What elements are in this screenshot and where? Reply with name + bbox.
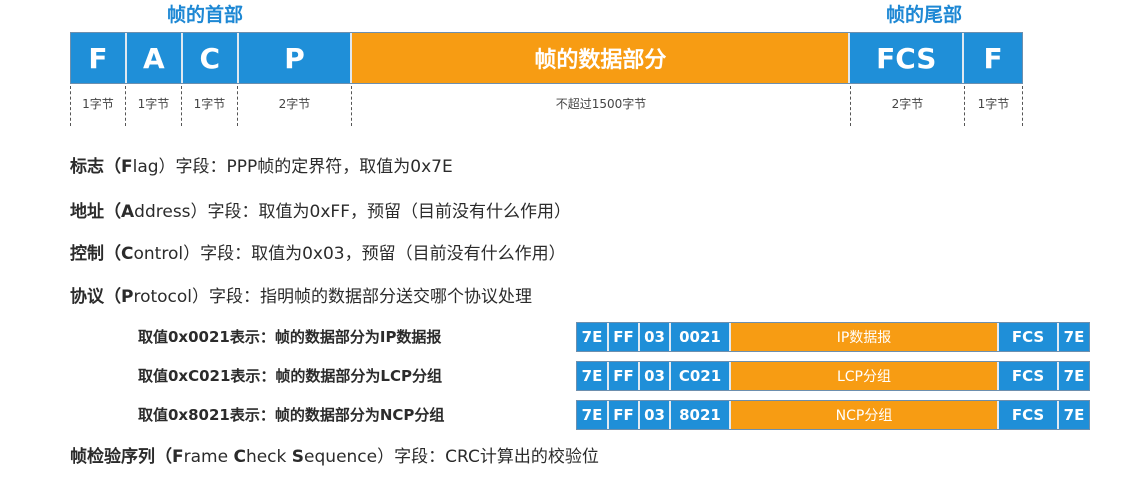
protocol-example-ncp-text: 取值0x8021表示：帧的数据部分为NCP分组: [138, 406, 445, 424]
frame-field-protocol: P: [238, 33, 353, 83]
mini-fcs: FCS: [999, 401, 1059, 429]
frame-size-row: 1字节 1字节 1字节 2字节 不超过1500字节 2字节 1字节: [70, 86, 1023, 126]
mini-payload: LCP分组: [731, 362, 999, 390]
frame-field-fcs: FCS: [850, 33, 965, 83]
mini-address: FF: [609, 323, 640, 351]
mini-flag: 7E: [577, 323, 609, 351]
desc-address: 地址（Address）字段：取值为0xFF，预留（目前没有什么作用）: [70, 202, 571, 222]
mini-fcs: FCS: [999, 362, 1059, 390]
mini-protocol: 8021: [671, 401, 731, 429]
desc-fcs: 帧检验序列（Frame Check Sequence）字段：CRC计算出的校验位: [70, 447, 599, 467]
mini-protocol: C021: [671, 362, 731, 390]
ppp-frame-diagram: F A C P 帧的数据部分 FCS F: [70, 32, 1023, 84]
mini-control: 03: [640, 362, 671, 390]
desc-protocol: 协议（Protocol）字段：指明帧的数据部分送交哪个协议处理: [70, 287, 533, 307]
mini-flag-end: 7E: [1059, 362, 1089, 390]
protocol-example-lcp-text: 取值0xC021表示：帧的数据部分为LCP分组: [138, 367, 442, 385]
protocol-example-lcp-frame: 7E FF 03 C021 LCP分组 FCS 7E: [576, 361, 1090, 391]
mini-control: 03: [640, 401, 671, 429]
size-address: 1字节: [126, 86, 182, 126]
size-control: 1字节: [182, 86, 238, 126]
mini-address: FF: [609, 362, 640, 390]
size-fcs: 2字节: [851, 86, 965, 126]
desc-flag: 标志（Flag）字段：PPP帧的定界符，取值为0x7E: [70, 157, 453, 177]
frame-field-flag-end: F: [964, 33, 1023, 83]
protocol-example-ncp-frame: 7E FF 03 8021 NCP分组 FCS 7E: [576, 400, 1090, 430]
desc-control: 控制（Control）字段：取值为0x03，预留（目前没有什么作用）: [70, 244, 566, 264]
mini-control: 03: [640, 323, 671, 351]
size-flag-start: 1字节: [70, 86, 126, 126]
size-protocol: 2字节: [238, 86, 352, 126]
mini-protocol: 0021: [671, 323, 731, 351]
protocol-example-ip-frame: 7E FF 03 0021 IP数据报 FCS 7E: [576, 322, 1090, 352]
frame-field-data: 帧的数据部分: [352, 33, 851, 83]
protocol-example-ip-text: 取值0x0021表示：帧的数据部分为IP数据报: [138, 328, 442, 346]
mini-fcs: FCS: [999, 323, 1059, 351]
mini-address: FF: [609, 401, 640, 429]
mini-flag-end: 7E: [1059, 323, 1089, 351]
size-flag-end: 1字节: [965, 86, 1023, 126]
mini-payload: NCP分组: [731, 401, 999, 429]
frame-tail-label: 帧的尾部: [886, 4, 963, 26]
mini-flag: 7E: [577, 401, 609, 429]
frame-field-control: C: [182, 33, 239, 83]
frame-field-address: A: [126, 33, 183, 83]
mini-flag: 7E: [577, 362, 609, 390]
mini-flag-end: 7E: [1059, 401, 1089, 429]
size-data: 不超过1500字节: [352, 86, 851, 126]
frame-head-label: 帧的首部: [167, 4, 244, 26]
mini-payload: IP数据报: [731, 323, 999, 351]
frame-field-flag-start: F: [71, 33, 127, 83]
